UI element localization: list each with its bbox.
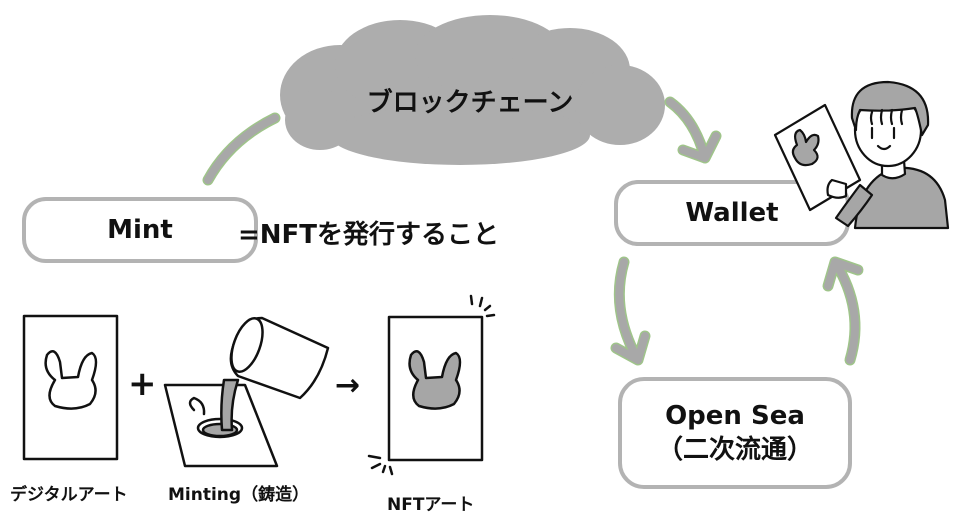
held-card-rabbit [791, 128, 820, 167]
plus-operator: + [128, 364, 157, 404]
step-label-digital-art: デジタルアート [10, 485, 128, 505]
blockchain-label: ブロックチェーン [366, 87, 574, 118]
opensea-box: Open Sea （二次流通） [618, 377, 852, 489]
opensea-label: Open Sea [665, 401, 805, 431]
mold-rabbit-ear [188, 396, 206, 416]
arrow-operator: → [335, 368, 361, 403]
mint-box: Mint [22, 197, 258, 263]
person-smile [876, 144, 892, 151]
digital-art-rabbit-outline [44, 350, 98, 410]
wallet-label: Wallet [685, 198, 779, 228]
sparkle-top-right [469, 294, 496, 318]
person-arm [834, 183, 874, 228]
opensea-sublabel: （二次流通） [656, 435, 813, 465]
step-label-nft-art: NFTアート [387, 495, 475, 515]
mint-label: Mint [107, 215, 173, 245]
person-hand [826, 178, 848, 199]
sparkle-bottom-left [367, 454, 394, 476]
step-label-minting: Minting（鋳造） [168, 485, 310, 505]
mint-definition: =NFTを発行すること [238, 220, 500, 250]
pouring-stream [220, 378, 240, 432]
person-hair [850, 80, 930, 137]
nft-art-rabbit-filled [408, 350, 462, 410]
